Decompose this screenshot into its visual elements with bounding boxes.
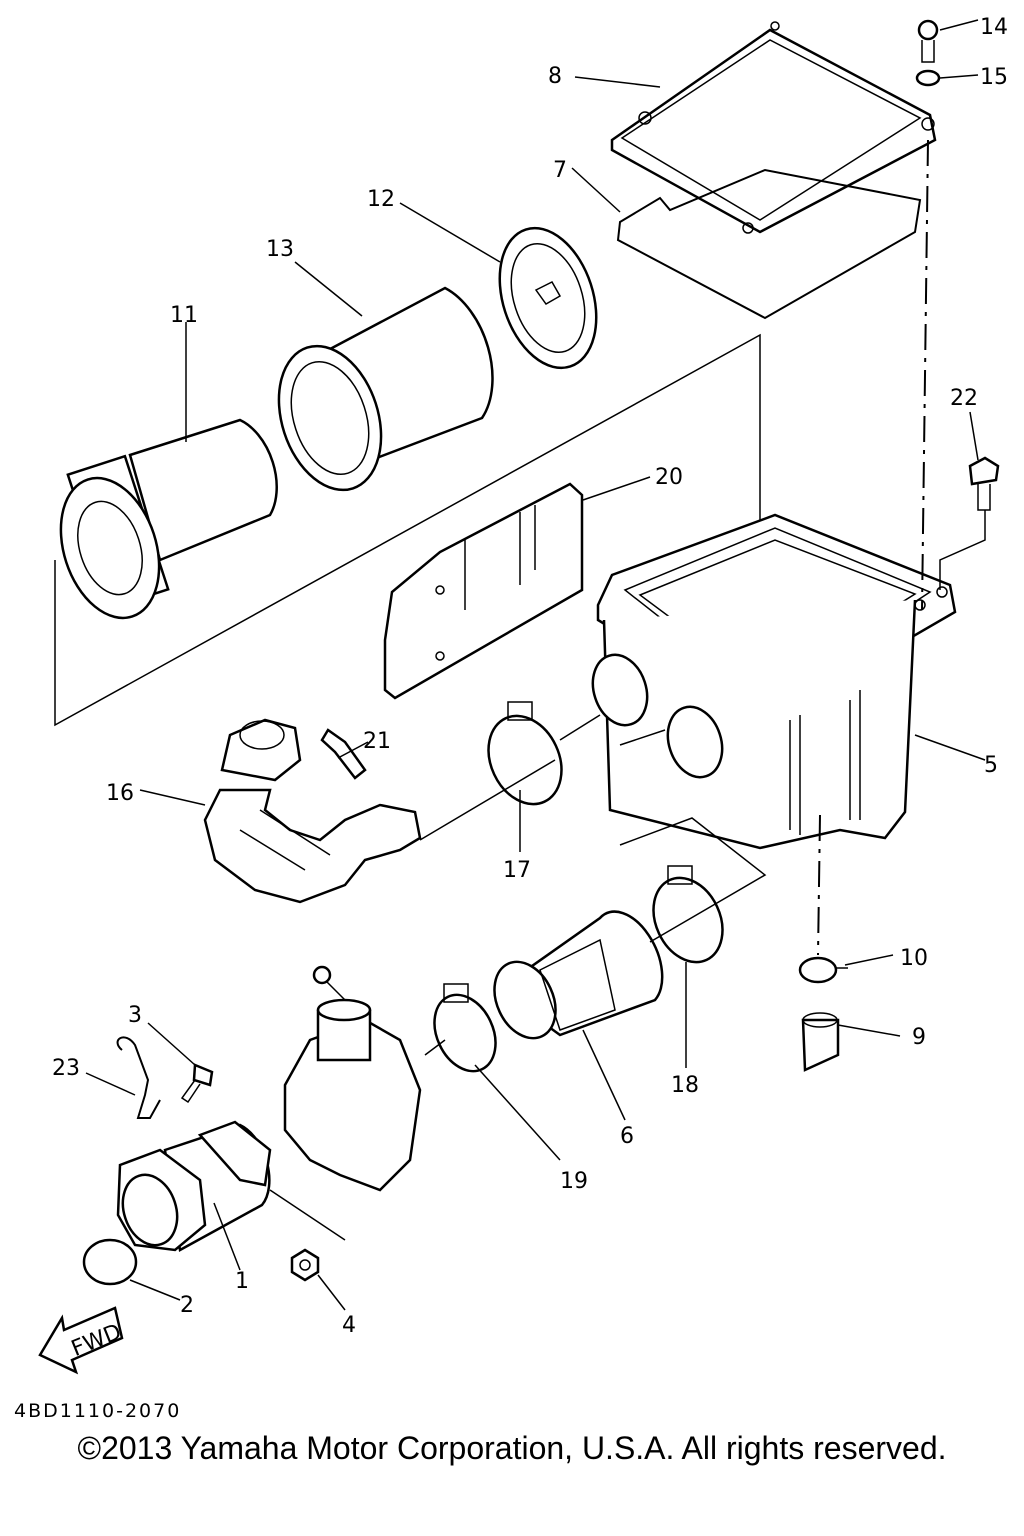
callout-6: 6 [620, 1124, 634, 1149]
callout-1: 1 [235, 1269, 249, 1294]
callout-16: 16 [106, 781, 134, 806]
part-17-clamp [487, 701, 563, 806]
part-8-cover [610, 21, 937, 234]
part-9-drain-hose [801, 1012, 840, 1072]
part-5-air-box-case [591, 513, 957, 850]
fwd-arrow: FWD [38, 1306, 125, 1375]
callout-labels: 1 2 3 4 5 6 7 8 9 10 11 12 13 14 15 16 1… [52, 15, 1008, 1338]
callout-17: 17 [503, 858, 531, 883]
callout-10: 10 [900, 946, 928, 971]
part-11-filter-cage [59, 418, 278, 620]
part-10-clamp [798, 956, 848, 984]
callout-18: 18 [671, 1073, 699, 1098]
callout-8: 8 [548, 64, 562, 89]
part-16-joint [203, 718, 422, 904]
callout-15: 15 [980, 65, 1008, 90]
callout-21: 21 [363, 729, 391, 754]
part-1-manifold [116, 1120, 272, 1252]
part-4-nut [290, 1248, 320, 1282]
carburetor [283, 965, 422, 1192]
exploded-parts-diagram: FWD 1 2 3 4 5 6 7 8 9 10 11 12 13 14 15 … [38, 15, 1008, 1375]
callout-12: 12 [367, 187, 395, 212]
callout-2: 2 [180, 1293, 194, 1318]
callout-14: 14 [980, 15, 1008, 40]
callout-4: 4 [342, 1313, 356, 1338]
callout-13: 13 [266, 237, 294, 262]
part-6-joint [493, 910, 664, 1040]
part-2-o-ring [82, 1238, 138, 1286]
part-7-gasket [616, 168, 922, 320]
part-20-plate [383, 482, 584, 700]
callout-11: 11 [170, 303, 198, 328]
part-14-screw [917, 19, 939, 63]
part-12-filter-cap [498, 226, 598, 370]
callout-20: 20 [655, 465, 683, 490]
callout-22: 22 [950, 386, 978, 411]
leader-lines [85, 19, 986, 1311]
callout-9: 9 [912, 1025, 926, 1050]
part-23-clip [116, 1036, 161, 1119]
callout-23: 23 [52, 1056, 80, 1081]
part-15-washer [915, 69, 941, 87]
part-22-bolt [968, 456, 1000, 511]
callout-5: 5 [984, 753, 998, 778]
callout-19: 19 [560, 1169, 588, 1194]
callout-3: 3 [128, 1003, 142, 1028]
copyright-notice: ©2013 Yamaha Motor Corporation, U.S.A. A… [77, 1430, 947, 1466]
part-21-hose [320, 728, 367, 780]
callout-7: 7 [553, 158, 567, 183]
part-13-filter-element [277, 286, 494, 492]
drawing-code: 4BD1110-2070 [14, 1400, 182, 1422]
part-3-screw [180, 1063, 214, 1104]
